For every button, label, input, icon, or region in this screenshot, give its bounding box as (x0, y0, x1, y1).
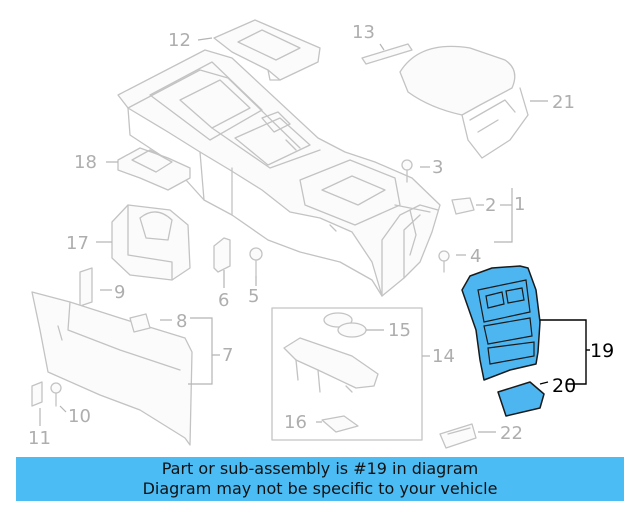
banner-line-2: Diagram may not be specific to your vehi… (142, 479, 498, 498)
callout-11: 11 (28, 428, 51, 449)
part-17-shifter-housing (111, 204, 191, 281)
part-7-side-panel (31, 291, 193, 446)
part-21-armrest-lid (399, 45, 529, 159)
callout-labels: 1 2 3 4 5 6 7 8 9 10 11 12 13 14 15 16 1… (28, 22, 614, 449)
part-2-clip (451, 197, 475, 215)
callout-16: 16 (284, 412, 307, 433)
info-banner: Part or sub-assembly is #19 in diagram D… (16, 457, 624, 501)
callout-19: 19 (590, 340, 614, 362)
part-10-screw (50, 382, 62, 407)
callout-14: 14 (432, 346, 455, 367)
part-3-screw (401, 159, 413, 183)
callout-3: 3 (432, 157, 443, 178)
callout-2: 2 (485, 195, 496, 216)
part-9-bracket (79, 267, 93, 307)
callout-9: 9 (114, 282, 125, 303)
part-14-subassembly-box (271, 307, 423, 441)
part-18-insert (117, 147, 191, 191)
leader-lines (39, 37, 548, 433)
part-5-screw (249, 247, 263, 277)
callout-6: 6 (218, 290, 229, 311)
callout-20: 20 (552, 375, 576, 397)
part-19-rear-panel (461, 265, 541, 381)
callout-22: 22 (500, 423, 523, 444)
part-12-bezel (213, 19, 321, 81)
callout-10: 10 (68, 406, 91, 427)
part-6-bracket (213, 237, 231, 273)
part-13-strip (361, 43, 413, 65)
banner-line-1: Part or sub-assembly is #19 in diagram (161, 459, 479, 478)
callout-13: 13 (352, 22, 375, 43)
part-4-screw (438, 250, 450, 273)
callout-17: 17 (66, 233, 89, 254)
callout-8: 8 (176, 311, 187, 332)
callout-18: 18 (74, 152, 97, 173)
callout-1: 1 (514, 194, 525, 215)
callout-5: 5 (248, 286, 259, 307)
callout-12: 12 (168, 30, 191, 51)
part-22-switch (439, 423, 477, 449)
callout-15: 15 (388, 320, 411, 341)
part-8-clip (129, 313, 151, 333)
center-console-body (117, 49, 441, 297)
callout-21: 21 (552, 92, 575, 113)
callout-7: 7 (222, 345, 233, 366)
highlight-leader-lines (539, 319, 590, 385)
part-20-lower-panel (497, 381, 545, 417)
callout-4: 4 (470, 246, 481, 267)
part-11-clip (31, 381, 43, 407)
